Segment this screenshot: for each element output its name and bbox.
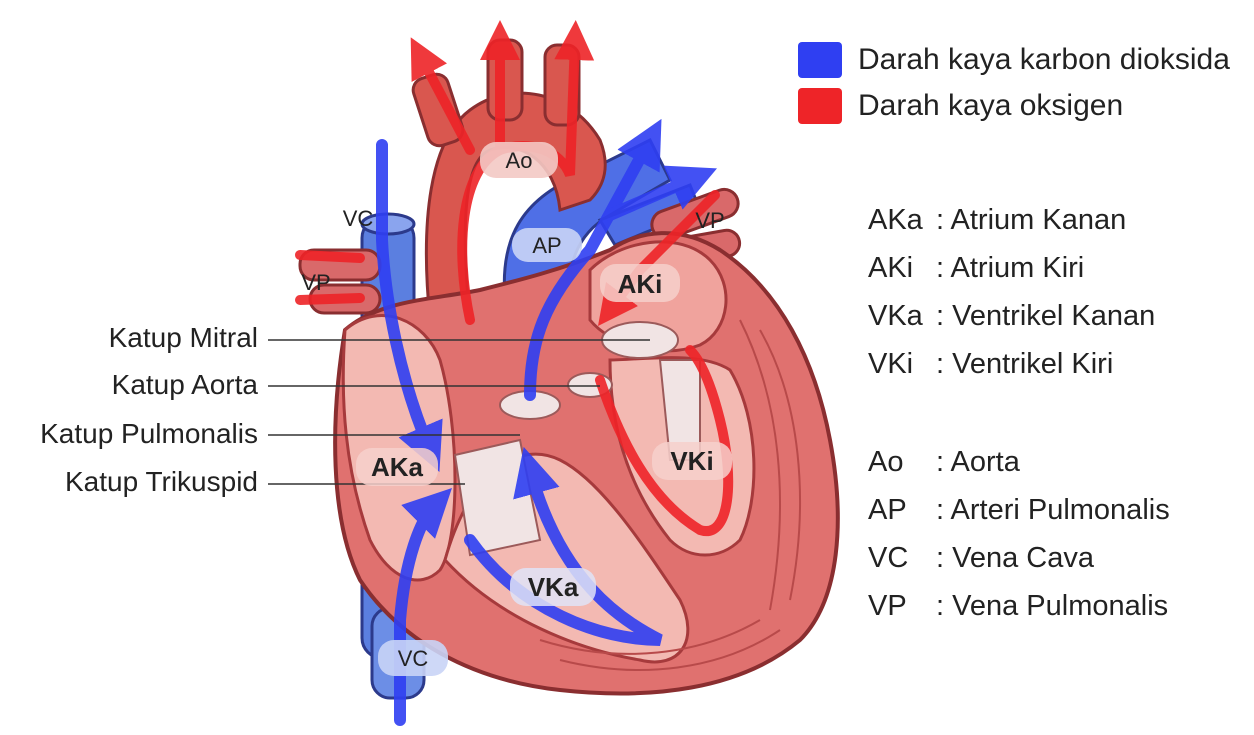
abbreviation-name: : Arteri Pulmonalis	[936, 494, 1170, 527]
abbreviation-code: VKi	[868, 348, 936, 381]
legend-label: Darah kaya karbon dioksida	[858, 43, 1230, 77]
valve-label-aortic: Katup Aorta	[112, 369, 258, 401]
abbreviation-code: Ao	[868, 446, 936, 479]
abbreviation-code: VKa	[868, 300, 936, 333]
legend-item-oxygenated: Darah kaya oksigen	[798, 88, 1123, 124]
abbreviation-row: VP : Vena Pulmonalis	[868, 590, 1168, 623]
abbreviation-code: AP	[868, 494, 936, 527]
abbreviation-row: VKa : Ventrikel Kanan	[868, 300, 1155, 333]
aka-label: AKa	[371, 452, 424, 482]
abbreviation-row: Ao : Aorta	[868, 446, 1020, 479]
vki-label: VKi	[670, 446, 713, 476]
legend-swatch-blue	[798, 42, 842, 78]
vp-right-label: VP	[695, 208, 724, 233]
abbreviation-name: : Atrium Kanan	[936, 204, 1126, 237]
abbreviation-row: AKi : Atrium Kiri	[868, 252, 1084, 285]
abbreviation-name: : Ventrikel Kiri	[936, 348, 1113, 381]
abbreviation-name: : Vena Cava	[936, 542, 1094, 575]
abbreviation-code: VP	[868, 590, 936, 623]
ap-label: AP	[532, 233, 561, 258]
legend-label: Darah kaya oksigen	[858, 89, 1123, 123]
vka-label: VKa	[528, 572, 579, 602]
abbreviation-row: VKi : Ventrikel Kiri	[868, 348, 1113, 381]
vc-top-label: VC	[343, 206, 374, 231]
legend-swatch-red	[798, 88, 842, 124]
ao-label: Ao	[506, 148, 533, 173]
vp-left-label: VP	[301, 270, 330, 295]
valve-label-pulmonary: Katup Pulmonalis	[40, 418, 258, 450]
abbreviation-name: : Ventrikel Kanan	[936, 300, 1155, 333]
abbreviation-code: AKa	[868, 204, 936, 237]
abbreviation-row: AKa : Atrium Kanan	[868, 204, 1126, 237]
valve-label-mitral: Katup Mitral	[109, 322, 258, 354]
abbreviation-code: VC	[868, 542, 936, 575]
abbreviation-code: AKi	[868, 252, 936, 285]
abbreviation-row: AP : Arteri Pulmonalis	[868, 494, 1170, 527]
vc-bottom-label: VC	[398, 646, 429, 671]
aki-label: AKi	[618, 269, 663, 299]
abbreviation-name: : Vena Pulmonalis	[936, 590, 1168, 623]
abbreviation-name: : Aorta	[936, 446, 1020, 479]
legend-item-deoxygenated: Darah kaya karbon dioksida	[798, 42, 1230, 78]
abbreviation-name: : Atrium Kiri	[936, 252, 1084, 285]
abbreviation-row: VC : Vena Cava	[868, 542, 1094, 575]
valve-label-tricuspid: Katup Trikuspid	[65, 466, 258, 498]
